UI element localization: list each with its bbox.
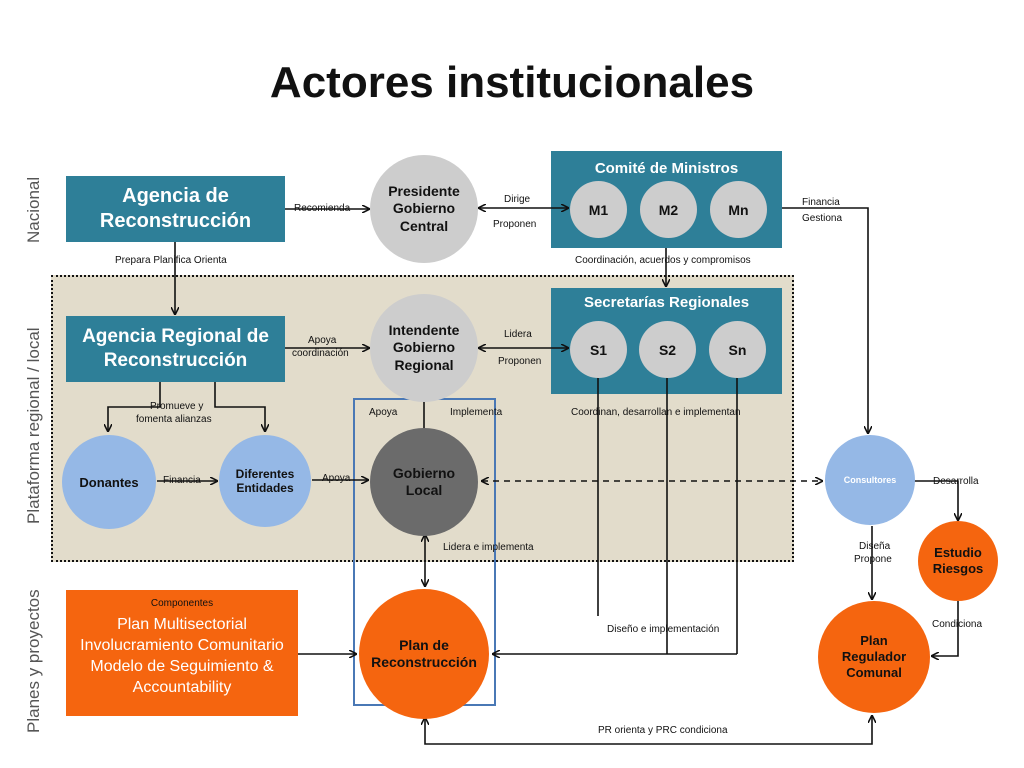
page-title: Actores institucionales — [269, 58, 755, 107]
componente-item: Plan Multisectorial — [117, 616, 247, 633]
intendente-node: Intendente Gobierno Regional — [370, 294, 478, 402]
edge-label-prepara: Prepara Planifica Orienta — [115, 255, 227, 266]
s2-node: S2 — [639, 321, 696, 378]
edge-label-gestiona: Gestiona — [802, 213, 843, 224]
edge-label-propone: Propone — [854, 554, 892, 565]
edge-label-apoya-gobierno: Apoya — [322, 473, 351, 484]
mn-node: Mn — [710, 181, 767, 238]
edge-label-recomienda: Recomienda — [294, 203, 351, 214]
s1-node: S1 — [570, 321, 627, 378]
gobierno-local-node: Gobierno Local — [370, 428, 478, 536]
edge-label-coordinan: Coordinan, desarrollan e implementan — [571, 407, 741, 418]
edge-label-promueve: Promueve y — [150, 401, 204, 412]
entidades-node: Diferentes Entidades — [219, 435, 311, 527]
plan-regulador-node: Plan Regulador Comunal — [818, 601, 930, 713]
edge-label-disena: Diseña — [859, 541, 891, 552]
edge-label-pr-orienta: PR orienta y PRC condiciona — [598, 725, 728, 736]
edge-label-dirige: Dirige — [504, 194, 531, 205]
edge-label-diseno-implementacion: Diseño e implementación — [607, 624, 720, 635]
edge-label-proponen: Proponen — [493, 219, 537, 230]
edge-label-proponen-regional: Proponen — [498, 356, 542, 367]
edge-label-coordinacion: Coordinación, acuerdos y compromisos — [575, 255, 751, 266]
agencia-reconstruccion-box: Agencia de Reconstrucción — [66, 176, 285, 242]
edge-label-apoya-local: Apoya — [369, 407, 398, 418]
edge-label-fomenta: fomenta alianzas — [136, 414, 212, 425]
componente-item: Accountability — [132, 679, 232, 696]
m2-node: M2 — [640, 181, 697, 238]
edge-label-financia: Financia — [802, 197, 840, 208]
edge-label-desarrolla: Desarrolla — [933, 476, 979, 487]
edge-label-coordinacion-regional: coordinación — [292, 348, 349, 359]
estudio-riesgos-node: Estudio Riesgos — [918, 521, 998, 601]
componente-item: Modelo de Seguimiento & — [90, 658, 274, 675]
edge-label-lidera: Lidera — [504, 329, 532, 340]
componentes-title: Componentes — [150, 598, 214, 609]
edge-label-lidera-implementa: Lidera e implementa — [443, 542, 534, 553]
consultores-node: Consultores — [825, 435, 915, 525]
componentes-box: Componentes Plan Multisectorial Involucr… — [66, 590, 298, 716]
edge-label-condiciona: Condiciona — [932, 619, 983, 630]
comite-ministros-title: Comité de Ministros — [594, 160, 739, 177]
componente-item: Involucramiento Comunitario — [80, 637, 284, 654]
secretarias-title: Secretarías Regionales — [583, 294, 750, 311]
plan-reconstruccion-node: Plan de Reconstrucción — [359, 589, 489, 719]
m1-node: M1 — [570, 181, 627, 238]
presidente-node: Presidente Gobierno Central — [370, 155, 478, 263]
edge-label-apoya: Apoya — [308, 335, 337, 346]
sn-node: Sn — [709, 321, 766, 378]
agencia-regional-box: Agencia Regional de Reconstrucción — [66, 316, 285, 382]
donantes-node: Donantes — [62, 435, 156, 529]
edge-label-financia-entidades: Financia — [163, 475, 201, 486]
edge-label-implementa: Implementa — [450, 407, 503, 418]
